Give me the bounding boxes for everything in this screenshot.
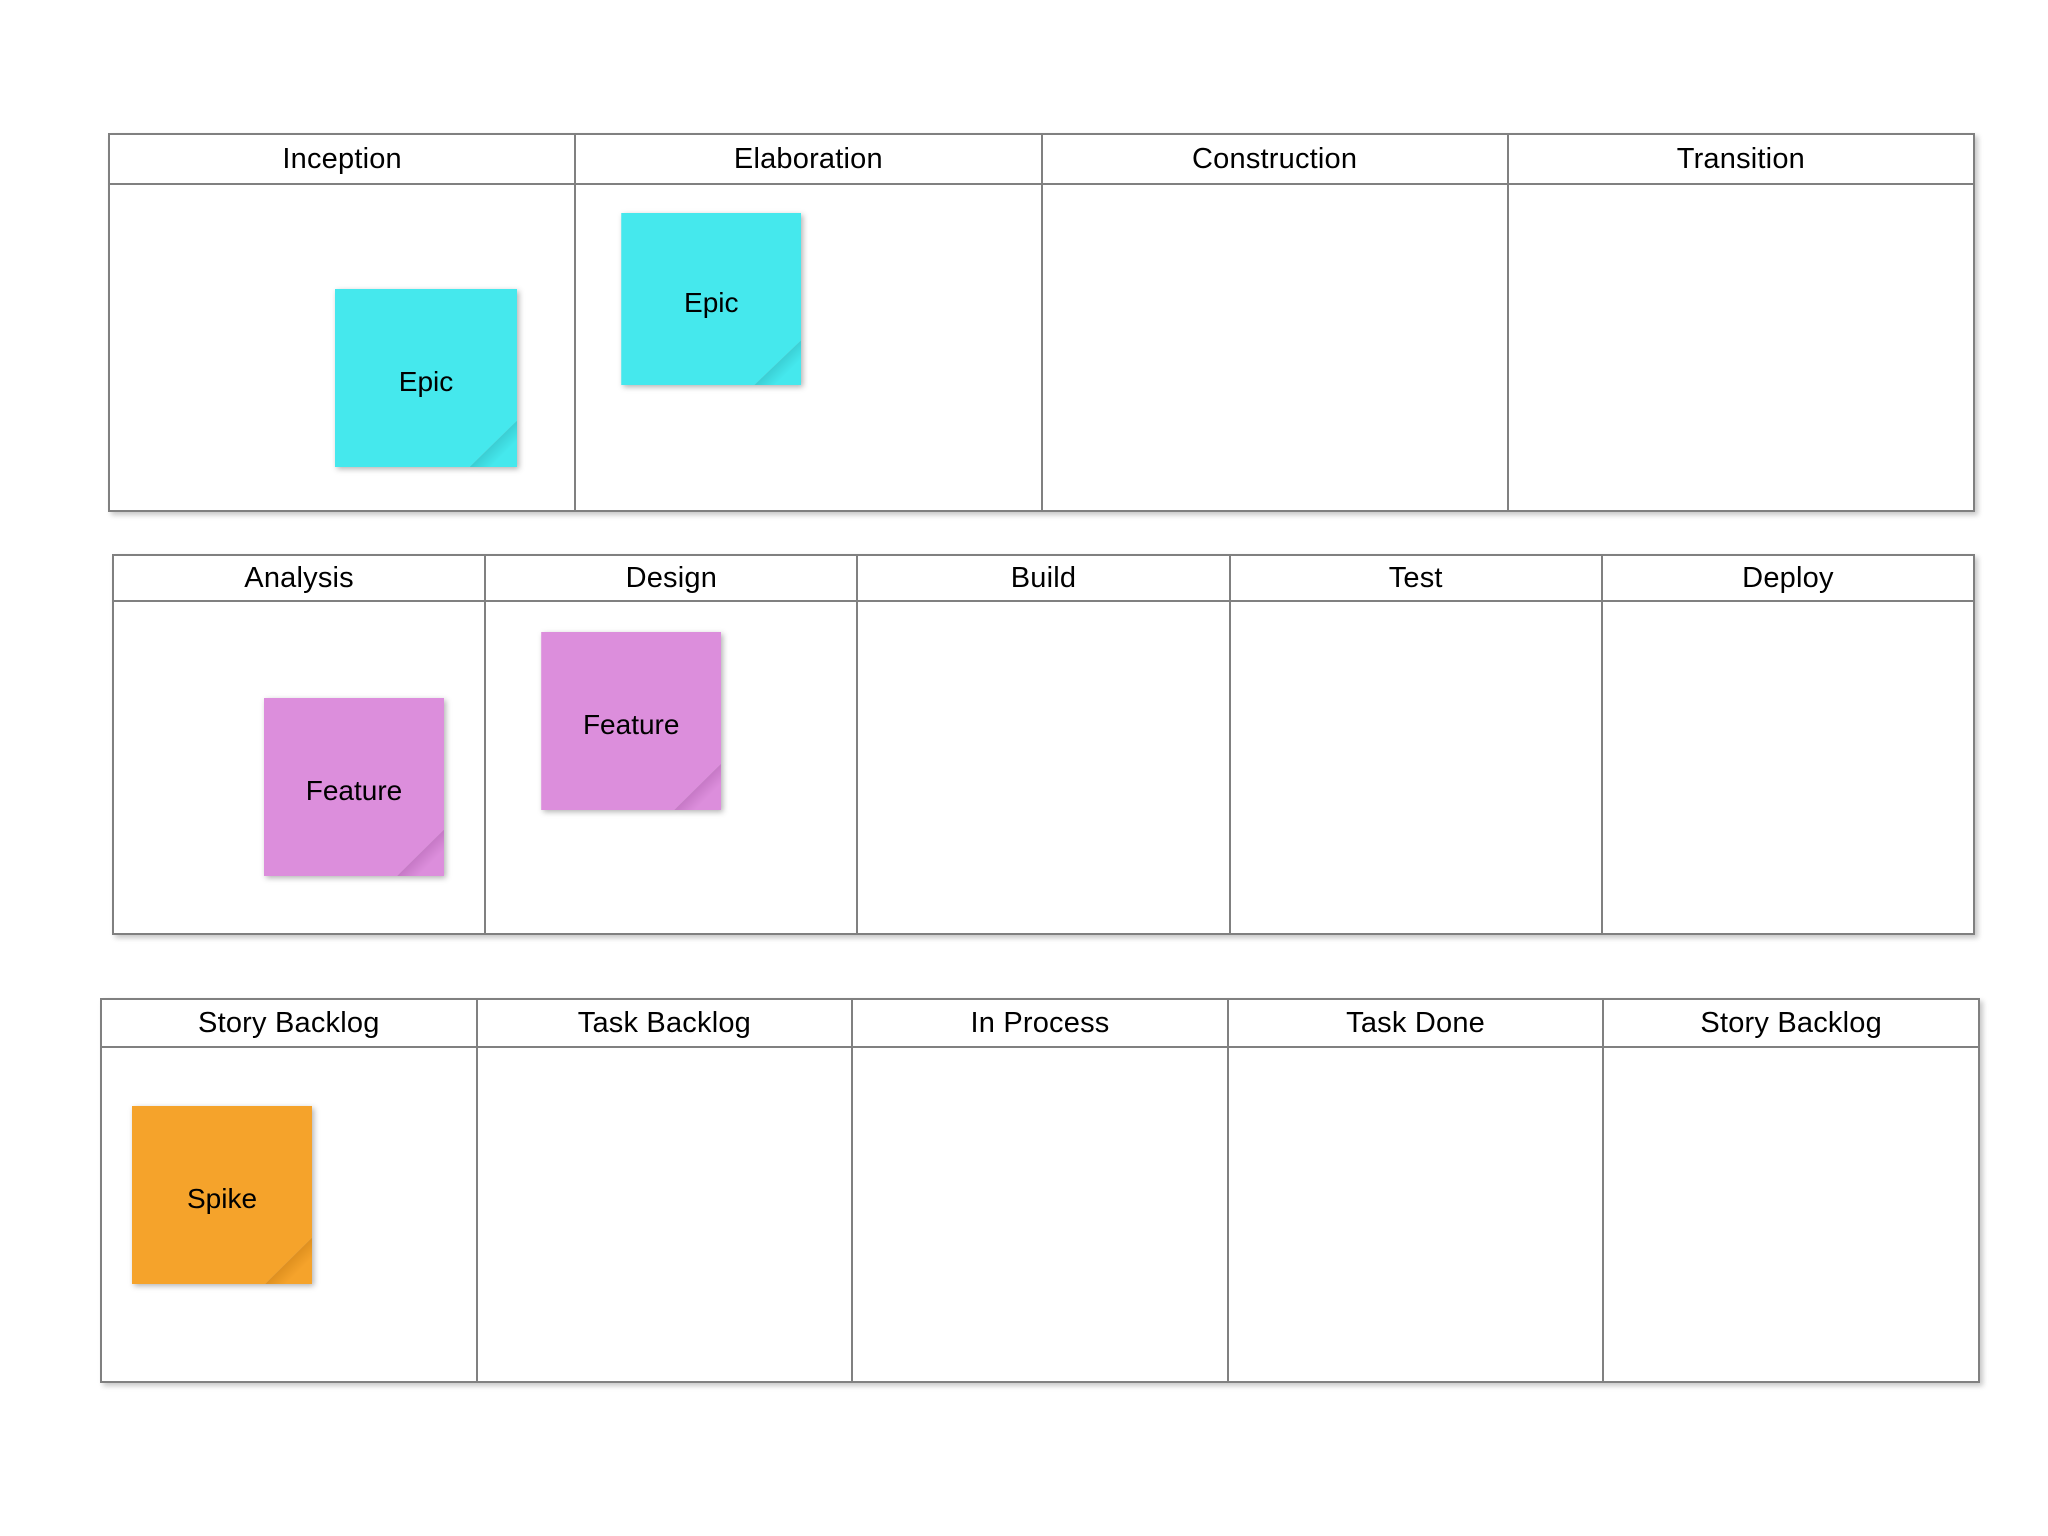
column-header-story-backlog-right[interactable]: Story Backlog [1604, 1000, 1978, 1046]
note-sheet [264, 698, 444, 876]
column-body-in-process[interactable] [853, 1048, 1229, 1381]
column-body-transition[interactable] [1508, 185, 1973, 510]
column-body-design[interactable]: Feature [486, 602, 859, 933]
column-header-design[interactable]: Design [486, 556, 859, 600]
column-header-story-backlog[interactable]: Story Backlog [102, 1000, 478, 1046]
sticky-note-epic[interactable]: Epic [621, 213, 802, 385]
note-sheet [541, 632, 722, 810]
board-header-row: Inception Elaboration Construction Trans… [110, 135, 1973, 185]
column-body-elaboration[interactable]: Epic [576, 185, 1043, 510]
board-delivery-stages: Analysis Design Build Test Deploy Featur… [112, 554, 1975, 935]
column-header-in-process[interactable]: In Process [853, 1000, 1229, 1046]
column-body-deploy[interactable] [1602, 602, 1974, 933]
board-body-row: Spike [102, 1048, 1978, 1381]
note-sheet [132, 1106, 312, 1284]
column-body-task-done[interactable] [1228, 1048, 1605, 1381]
column-body-story-backlog-right[interactable] [1604, 1048, 1978, 1381]
column-header-deploy[interactable]: Deploy [1602, 556, 1974, 600]
column-header-analysis[interactable]: Analysis [114, 556, 487, 600]
sticky-note-epic[interactable]: Epic [335, 289, 517, 467]
column-header-construction[interactable]: Construction [1042, 135, 1509, 183]
board-body-row: Feature Feature [114, 602, 1974, 933]
column-header-elaboration[interactable]: Elaboration [576, 135, 1043, 183]
note-sheet [335, 289, 517, 467]
sticky-note-feature[interactable]: Feature [264, 698, 444, 876]
column-header-transition[interactable]: Transition [1508, 135, 1973, 183]
board-body-row: Epic Epic [110, 185, 1973, 510]
column-body-story-backlog[interactable]: Spike [102, 1048, 478, 1381]
board-team-kanban: Story Backlog Task Backlog In Process Ta… [100, 998, 1980, 1383]
note-sheet [621, 213, 802, 385]
board-header-row: Analysis Design Build Test Deploy [114, 556, 1974, 602]
column-body-test[interactable] [1230, 602, 1603, 933]
column-header-build[interactable]: Build [858, 556, 1231, 600]
column-body-build[interactable] [858, 602, 1231, 933]
board-lifecycle-phases: Inception Elaboration Construction Trans… [108, 133, 1975, 512]
sticky-note-spike[interactable]: Spike [132, 1106, 312, 1284]
board-header-row: Story Backlog Task Backlog In Process Ta… [102, 1000, 1978, 1048]
column-body-construction[interactable] [1042, 185, 1509, 510]
sticky-note-feature[interactable]: Feature [541, 632, 722, 810]
column-header-task-backlog[interactable]: Task Backlog [477, 1000, 854, 1046]
column-header-task-done[interactable]: Task Done [1228, 1000, 1605, 1046]
column-body-inception[interactable]: Epic [110, 185, 577, 510]
column-body-task-backlog[interactable] [477, 1048, 854, 1381]
column-body-analysis[interactable]: Feature [114, 602, 487, 933]
column-header-inception[interactable]: Inception [110, 135, 577, 183]
column-header-test[interactable]: Test [1230, 556, 1603, 600]
